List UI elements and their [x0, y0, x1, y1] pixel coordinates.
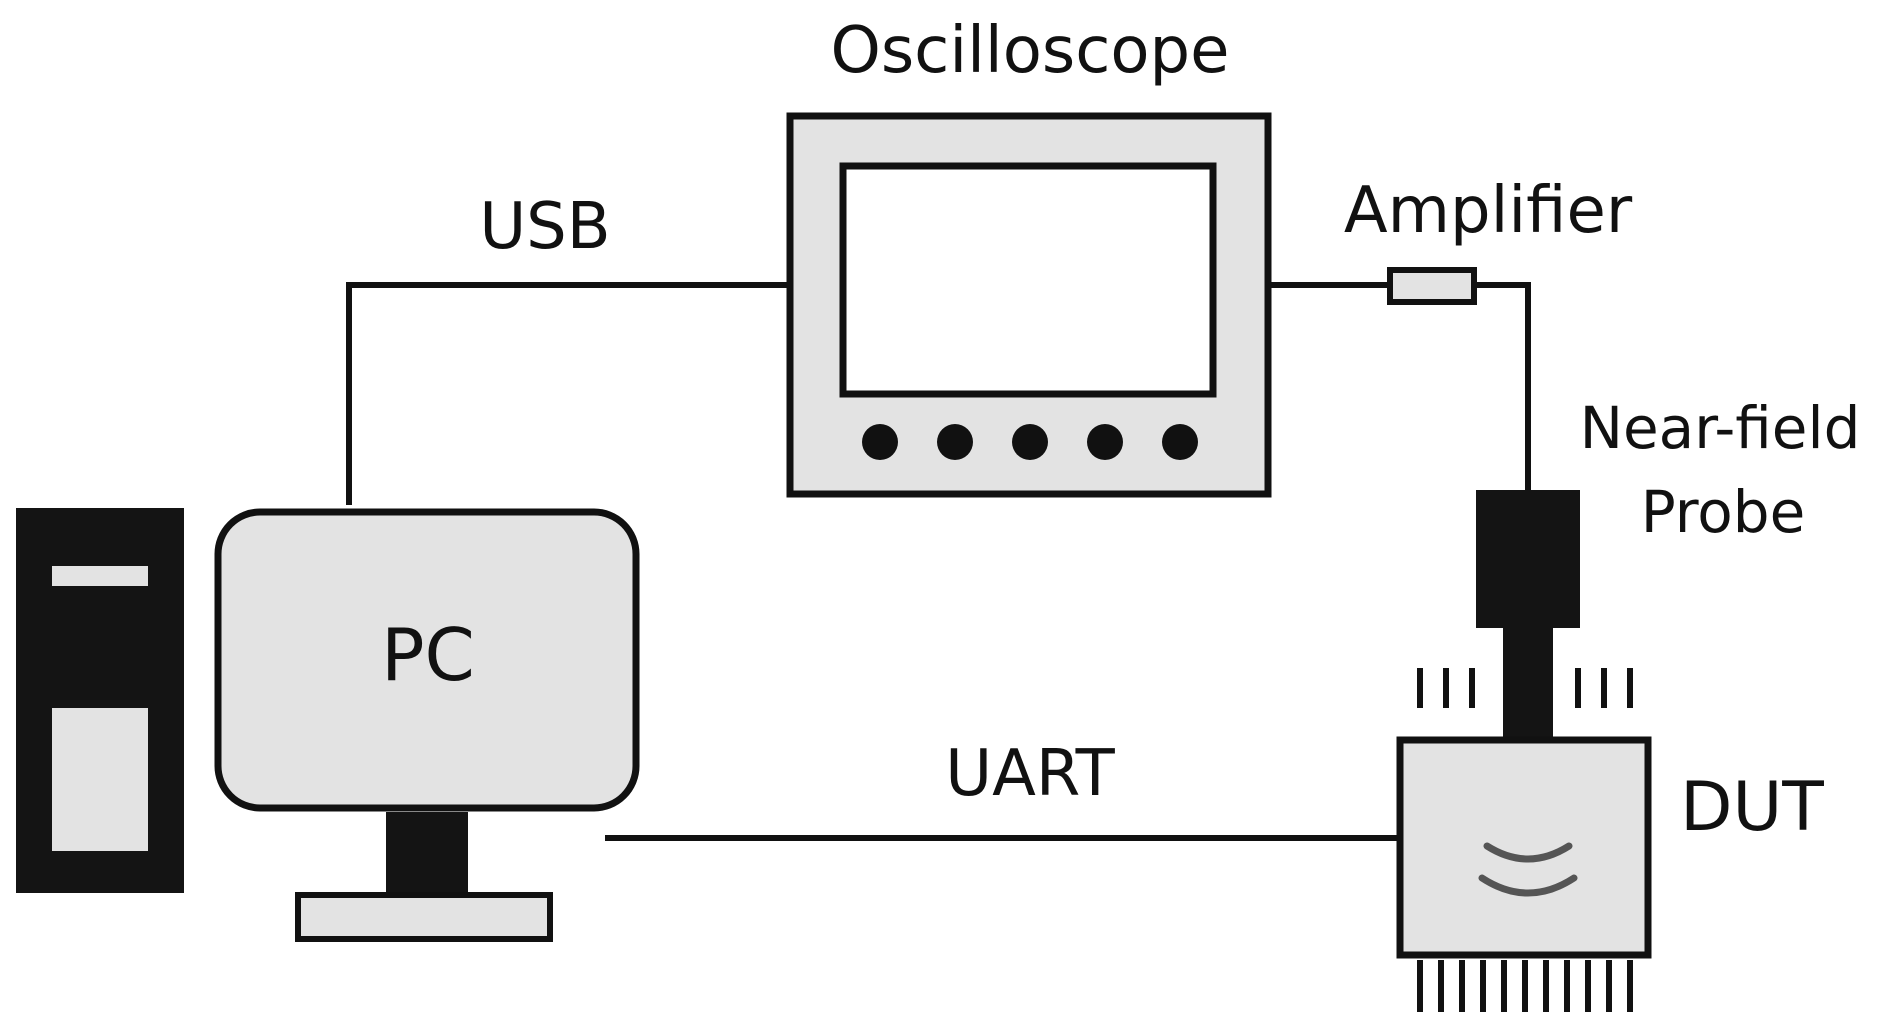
label-dut: DUT — [1680, 768, 1824, 847]
dut-body — [1396, 736, 1652, 959]
pc-tower-panel — [52, 708, 148, 851]
amplifier-block — [1387, 267, 1477, 305]
dut-pins-top-right — [1575, 668, 1633, 708]
dut-pins-bottom — [1417, 960, 1633, 1012]
monitor-stand-base — [295, 892, 553, 942]
label-pc: PC — [381, 613, 475, 697]
probe-handle — [1476, 490, 1580, 628]
oscilloscope-knob — [1162, 424, 1198, 460]
oscilloscope — [786, 112, 1272, 498]
oscilloscope-knob — [862, 424, 898, 460]
em-wave-outer — [1478, 874, 1578, 897]
em-emission-waves — [1478, 842, 1578, 897]
label-near-field: Near-field — [1580, 394, 1861, 462]
usb-cable — [346, 282, 790, 505]
dut-pins-top-left — [1417, 668, 1475, 708]
label-amplifier: Amplifier — [1344, 174, 1633, 248]
oscilloscope-knob — [937, 424, 973, 460]
oscilloscope-knob — [1087, 424, 1123, 460]
oscilloscope-knobs — [862, 424, 1198, 460]
label-oscilloscope: Oscilloscope — [830, 14, 1229, 88]
label-uart: UART — [945, 737, 1115, 811]
em-wave-inner — [1483, 842, 1573, 863]
pc-tower-drive-bay — [52, 566, 148, 586]
dut-chip — [1396, 668, 1652, 1012]
oscilloscope-screen — [839, 162, 1217, 398]
pc-tower — [16, 508, 184, 893]
oscilloscope-knob — [1012, 424, 1048, 460]
monitor-stand-neck — [386, 812, 468, 898]
label-probe: Probe — [1641, 478, 1806, 546]
amplifier-probe-cable — [1474, 282, 1531, 490]
label-usb: USB — [479, 190, 610, 264]
pc-monitor — [214, 508, 640, 942]
wires — [346, 282, 1531, 841]
monitor-screen — [214, 508, 640, 812]
